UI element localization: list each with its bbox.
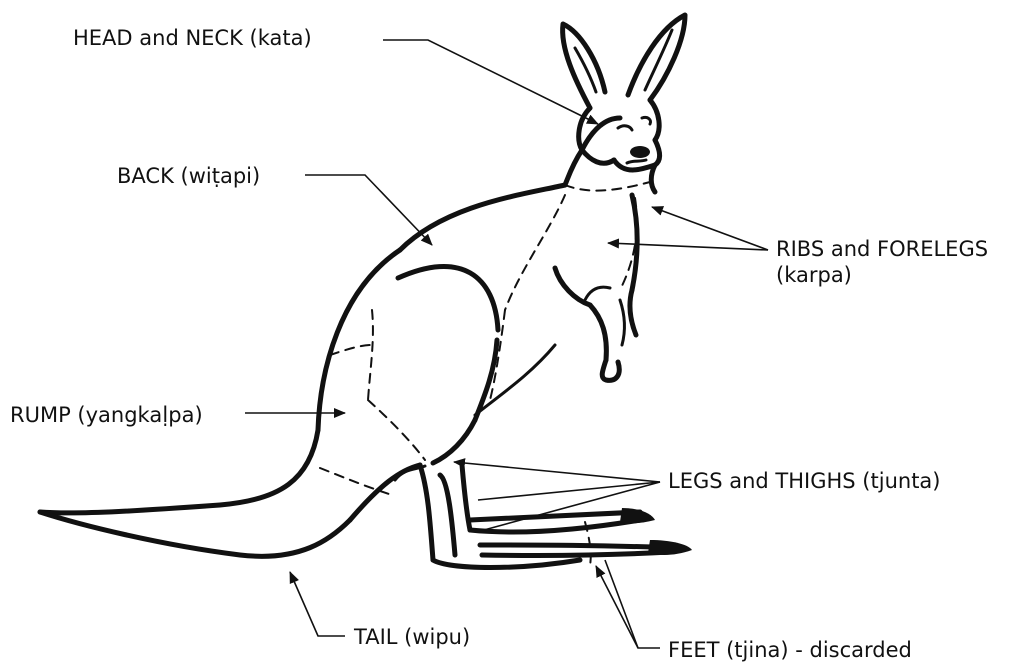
label-head-and-neck: HEAD and NECK (kata) (73, 25, 312, 51)
label-rump: RUMP (yangkaḷpa) (10, 402, 203, 428)
label-feet: FEET (tjina) - discarded (668, 637, 912, 663)
label-back: BACK (wiṭapi) (117, 163, 260, 189)
label-tail: TAIL (wipu) (354, 624, 470, 650)
label-ribs-and-forelegs-line2: (karpa) (776, 262, 988, 288)
label-ribs-and-forelegs: RIBS and FORELEGS (karpa) (776, 236, 988, 288)
kangaroo-body (318, 150, 655, 463)
label-ribs-and-forelegs-line1: RIBS and FORELEGS (776, 236, 988, 262)
kangaroo-head (563, 15, 685, 170)
kangaroo-tail (40, 430, 420, 556)
kangaroo-forelegs (555, 195, 637, 380)
label-legs-and-thighs: LEGS and THIGHS (tjunta) (668, 468, 941, 494)
